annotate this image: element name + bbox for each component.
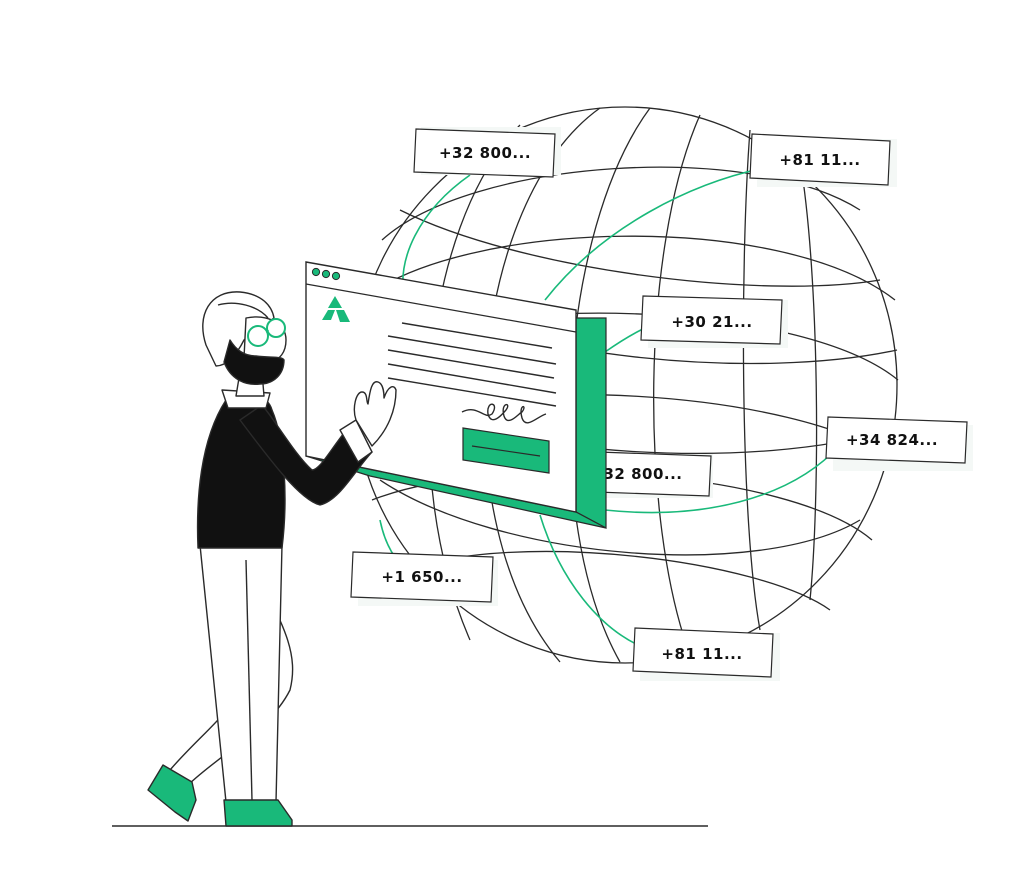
globe-meridian — [742, 129, 761, 631]
phone-label-text: 32 800... — [603, 465, 682, 483]
phone-label: 32 800... — [595, 451, 713, 498]
phone-label-text: +30 21... — [671, 313, 752, 331]
network-arc — [539, 514, 646, 649]
person-front-shoe — [223, 799, 293, 827]
phone-label: +34 824... — [825, 416, 973, 471]
phone-label: +81 11... — [749, 133, 897, 187]
phone-label: +32 800... — [413, 127, 561, 178]
phone-label: +1 650... — [350, 551, 498, 606]
phone-label: +30 21... — [640, 295, 788, 348]
person-turban-fold — [217, 302, 269, 319]
person-back-shoe — [147, 764, 197, 822]
phone-label-text: +81 11... — [779, 151, 860, 169]
globe-meridian — [799, 159, 818, 601]
window-titlebar-divider — [305, 283, 577, 333]
phone-label-text: +1 650... — [381, 568, 462, 586]
person-hand — [353, 381, 397, 447]
person-leg-crease — [245, 559, 253, 801]
network-arc — [604, 444, 841, 514]
browser-window — [305, 261, 607, 529]
phone-label-text: +32 800... — [439, 144, 531, 162]
triangle-logo-icon — [322, 296, 350, 322]
globe-meridian — [653, 114, 701, 656]
glasses-bridge — [266, 329, 269, 334]
person-cuff — [339, 419, 373, 463]
phone-label-text: +34 824... — [846, 431, 938, 449]
network-arc — [544, 164, 781, 301]
document-text-lines — [387, 322, 557, 407]
phone-label-text: +81 11... — [661, 645, 742, 663]
glasses-icon — [247, 318, 286, 347]
network-arc — [604, 327, 646, 353]
sign-button[interactable] — [462, 427, 550, 474]
globe-band — [399, 209, 881, 287]
window-depth — [575, 317, 607, 529]
phone-labels: +32 800... +81 11... +30 21... +34 824..… — [350, 127, 973, 681]
globe-band — [361, 235, 896, 301]
person-beard — [223, 339, 285, 385]
window-controls-icon — [311, 267, 341, 281]
person — [147, 291, 397, 827]
phone-label: +81 11... — [632, 627, 780, 681]
globe-band — [379, 479, 861, 556]
signature-scribble-icon — [461, 403, 547, 424]
